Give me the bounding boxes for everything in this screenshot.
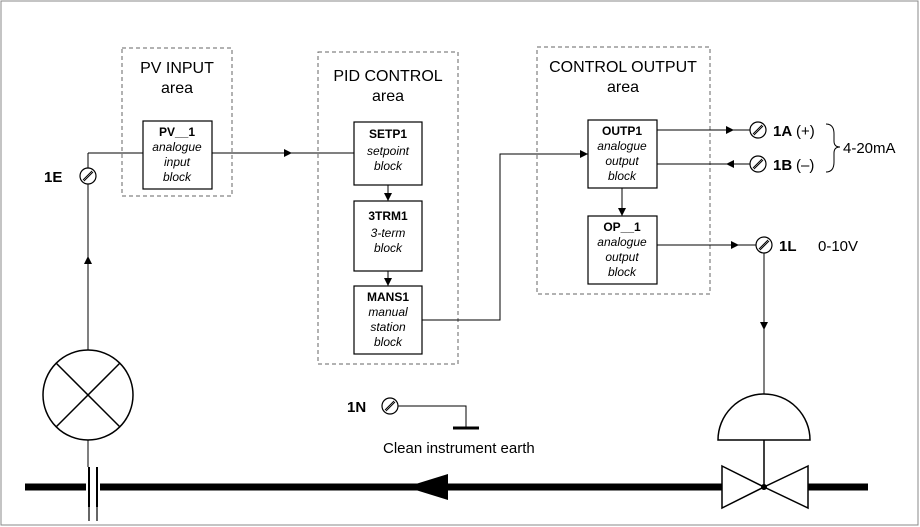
voltage-range-label: 0-10V — [818, 238, 858, 255]
earth-symbol — [398, 405, 479, 430]
terminal-1e-screw-icon — [79, 167, 97, 185]
terminal-1e-label: 1E — [44, 169, 62, 186]
pv-to-setpoint-connector — [212, 149, 354, 157]
setp1-block — [353, 121, 423, 186]
output-to-op-connector — [618, 188, 626, 216]
terminal-1b-polarity: (–) — [796, 157, 814, 174]
pv1-desc-line: input — [164, 155, 191, 169]
1l-to-valve-connector — [760, 253, 768, 395]
setp1-desc-line: block — [374, 159, 403, 173]
outp1-title: OUTP1 — [602, 124, 642, 138]
mans1-desc-line: station — [370, 320, 406, 334]
trm1-desc-line: block — [374, 241, 403, 255]
op1-title: OP__1 — [603, 220, 641, 234]
flow-transmitter-icon — [42, 349, 134, 441]
op1-to-1l-connector — [657, 241, 756, 249]
terminal-1a-label: 1A — [773, 123, 792, 140]
trm1-title: 3TRM1 — [368, 209, 408, 223]
pv1-block — [142, 120, 213, 190]
pv1-desc-line: analogue — [152, 140, 202, 154]
control-output-area-subtitle: area — [607, 79, 639, 96]
terminal-1n-screw-icon — [381, 397, 399, 415]
terminal-1l-label: 1L — [779, 238, 797, 255]
terminal-1b-label: 1B — [773, 157, 792, 174]
control-output-area-title: CONTROL OUTPUT — [549, 59, 697, 76]
terminal-1a-screw-icon — [749, 121, 767, 139]
outp1-to-1a-connector — [657, 126, 750, 134]
trm1-block — [353, 200, 423, 272]
pv1-title: PV__1 — [159, 125, 195, 139]
terminal-1b-screw-icon — [749, 155, 767, 173]
pv1-desc-line: block — [163, 170, 192, 184]
pv-input-area-subtitle: area — [161, 80, 193, 97]
outp1-desc-line: analogue — [597, 139, 647, 153]
op1-desc-line: output — [605, 250, 639, 264]
mans1-block — [353, 285, 423, 355]
trm1-desc-line: 3-term — [371, 226, 406, 240]
mans1-desc-line: manual — [368, 305, 408, 319]
pv-input-area-title: PV INPUT — [140, 60, 214, 77]
op1-block — [587, 215, 658, 285]
transmitter-to-1e-connector — [84, 184, 92, 350]
earth-label: Clean instrument earth — [383, 440, 535, 457]
mans1-title: MANS1 — [367, 290, 409, 304]
terminal-1a-polarity: (+) — [796, 123, 815, 140]
current-range-label: 4-20mA — [843, 140, 896, 157]
setpoint-to-3term-connector — [384, 185, 392, 201]
1b-to-outp1-connector — [657, 160, 750, 168]
setp1-title: SETP1 — [369, 127, 407, 141]
setp1-desc-line: setpoint — [367, 144, 410, 158]
pid-control-area-subtitle: area — [372, 88, 404, 105]
terminal-1n-label: 1N — [347, 399, 366, 416]
3term-to-manual-connector — [384, 271, 392, 286]
outp1-desc-line: block — [608, 169, 637, 183]
control-valve-icon — [717, 393, 811, 510]
process-pipe — [25, 474, 868, 500]
pid-control-area-title: PID CONTROL — [333, 68, 442, 85]
pid-control-area-border — [317, 51, 459, 365]
manual-to-output-connector — [422, 150, 588, 321]
pv-input-area-border — [121, 47, 233, 197]
orifice-plate-icon — [86, 467, 100, 521]
current-loop-brace — [825, 123, 841, 173]
outp1-desc-line: output — [605, 154, 639, 168]
mans1-desc-line: block — [374, 335, 403, 349]
op1-desc-line: analogue — [597, 235, 647, 249]
control-output-area-border — [536, 46, 711, 295]
terminal-1l-screw-icon — [755, 236, 773, 254]
op1-desc-line: block — [608, 265, 637, 279]
